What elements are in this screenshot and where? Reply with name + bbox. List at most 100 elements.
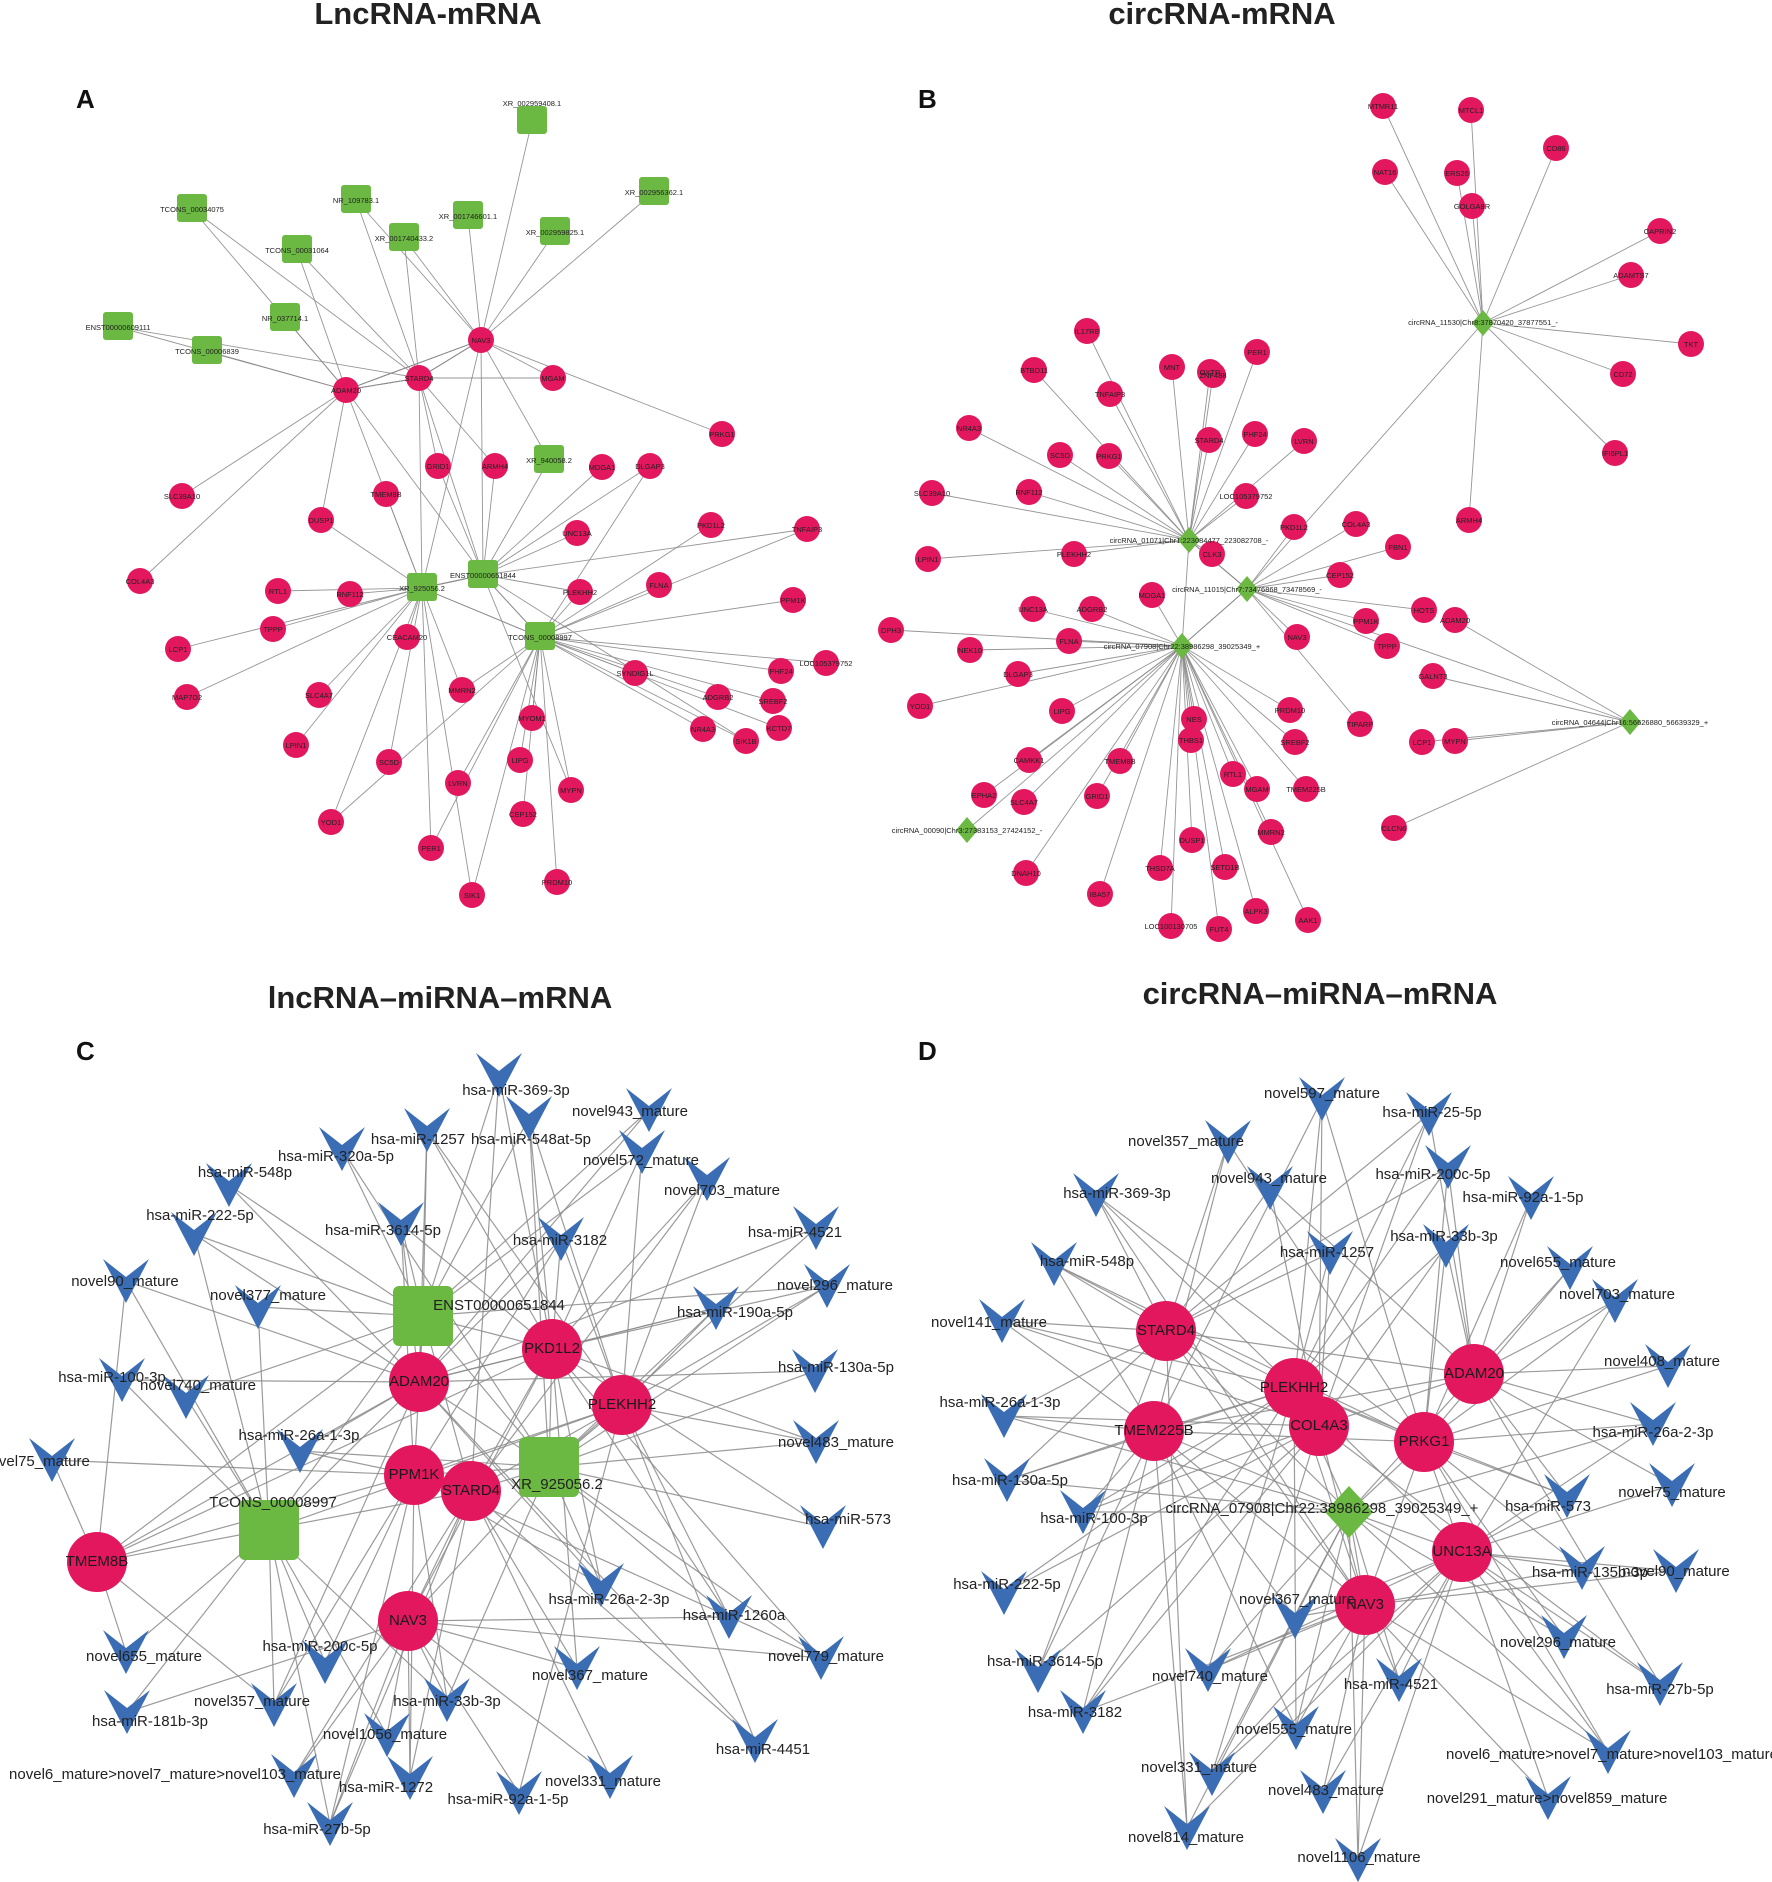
circrna-node-circrna-11015-chr7-73476868-73478569[interactable] [1236, 576, 1258, 602]
mirna-node-novel703-mature[interactable] [1592, 1279, 1638, 1323]
mirna-node-novel296-mature[interactable] [804, 1264, 850, 1308]
mrna-node-lcp1[interactable] [1409, 729, 1435, 755]
mrna-node-iba57[interactable] [1087, 881, 1113, 907]
mrna-node-loc105379752[interactable] [813, 650, 839, 676]
mrna-node-cep152[interactable] [1327, 562, 1353, 588]
mirna-node-hsa-mir-200c-5p[interactable] [302, 1640, 348, 1684]
mirna-node-hsa-mir-3614-5p[interactable] [378, 1202, 424, 1246]
mrna-node-tppp[interactable] [1374, 633, 1400, 659]
mirna-node-novel814-mature[interactable] [1164, 1806, 1210, 1850]
mirna-node-novel331-mature[interactable] [587, 1755, 633, 1799]
circrna-node-circrna-04644-chr16-56626880-56639329[interactable] [1619, 709, 1641, 735]
mirna-node-hsa-mir-1257[interactable] [404, 1108, 450, 1152]
mrna-node-aak1[interactable] [1295, 907, 1321, 933]
mrna-node-cd72[interactable] [1610, 361, 1636, 387]
mrna-node-nr4a3[interactable] [690, 716, 716, 742]
circrna-node-circrna-07908-chr22-38986298-39025349[interactable] [1171, 633, 1193, 659]
mrna-node-mgam[interactable] [1244, 776, 1270, 802]
mirna-node-hsa-mir-320a-5p[interactable] [319, 1127, 365, 1171]
lncrna-node-xr-002959825-1[interactable] [540, 217, 570, 245]
lncrna-node-xr-940058-2[interactable] [534, 445, 564, 473]
mrna-node-setd1b[interactable] [1212, 854, 1238, 880]
mirna-node-novel75-mature[interactable] [1649, 1463, 1695, 1507]
mrna-node-ceacam20[interactable] [394, 624, 420, 650]
mrna-node-caprin2[interactable] [1647, 218, 1673, 244]
lncrna-node-enst00000651844[interactable] [393, 1286, 453, 1346]
mrna-node-yod1[interactable] [907, 693, 933, 719]
mrna-node-prdm10[interactable] [544, 869, 570, 895]
mrna-node-ppm1k[interactable] [384, 1445, 444, 1505]
mrna-node-dusp1[interactable] [1179, 827, 1205, 853]
mrna-node-phf24[interactable] [768, 658, 794, 684]
mirna-node-novel655-mature[interactable] [1547, 1246, 1593, 1290]
mrna-node-tmem8b[interactable] [373, 481, 399, 507]
mirna-node-hsa-mir-33b-3p[interactable] [424, 1678, 470, 1722]
mirna-node-hsa-mir-3182[interactable] [1060, 1690, 1106, 1734]
mrna-node-flna[interactable] [1056, 628, 1082, 654]
mrna-node-syndig1l[interactable] [622, 660, 648, 686]
mirna-node-hsa-mir-190a-5p[interactable] [693, 1286, 739, 1330]
mrna-node-armh4[interactable] [482, 453, 508, 479]
mirna-node-novel703-mature[interactable] [684, 1157, 730, 1201]
mirna-node-hsa-mir-1260a[interactable] [706, 1595, 752, 1639]
mrna-node-mypn[interactable] [558, 777, 584, 803]
mirna-node-hsa-mir-100-3p[interactable] [1060, 1490, 1106, 1534]
mirna-node-hsa-mir-369-3p[interactable] [476, 1053, 522, 1097]
mrna-node-adamts7[interactable] [1618, 262, 1644, 288]
mrna-node-mdga1[interactable] [1139, 582, 1165, 608]
mirna-node-hsa-mir-130a-5p[interactable] [984, 1458, 1030, 1502]
mrna-node-lipg[interactable] [507, 747, 533, 773]
mrna-node-slc39a10[interactable] [169, 483, 195, 509]
mirna-node-hsa-mir-222-5p[interactable] [981, 1571, 1027, 1615]
mrna-node-unc13a[interactable] [1020, 596, 1046, 622]
lncrna-node-xr-001746601-1[interactable] [453, 201, 483, 229]
mrna-node-prkg1[interactable] [1096, 443, 1122, 469]
mrna-node-plekhh2[interactable] [1061, 541, 1087, 567]
mrna-node-flna[interactable] [646, 572, 672, 598]
mirna-node-novel572-mature[interactable] [619, 1130, 665, 1174]
mrna-node-tmem8b[interactable] [1107, 748, 1133, 774]
mrna-node-tnfaip3[interactable] [794, 516, 820, 542]
mrna-node-adam20[interactable] [1442, 607, 1468, 633]
mirna-node-novel367-mature[interactable] [554, 1646, 600, 1690]
mrna-node-slc4a7[interactable] [1011, 789, 1037, 815]
mrna-node-nav3[interactable] [468, 327, 494, 353]
mrna-node-mmrn2[interactable] [1258, 819, 1284, 845]
mrna-node-loc100130705[interactable] [1158, 913, 1184, 939]
mrna-node-col4a3[interactable] [1343, 511, 1369, 537]
mirna-node-novel357-mature[interactable] [1205, 1120, 1251, 1164]
mrna-node-map7d2[interactable] [174, 684, 200, 710]
mrna-node-znf488[interactable] [1200, 362, 1226, 388]
circrna-node-circrna-00090-chr3-27383153-27424152[interactable] [956, 817, 978, 843]
lncrna-node-nr-037714-1[interactable] [270, 303, 300, 331]
mrna-node-lvrn[interactable] [445, 770, 471, 796]
mirna-node-hsa-mir-3614-5p[interactable] [1015, 1649, 1061, 1693]
mrna-node-alpk3[interactable] [1243, 898, 1269, 924]
mrna-node-ppm1k[interactable] [1353, 608, 1379, 634]
mrna-node-grid1[interactable] [425, 453, 451, 479]
mrna-node-stard4[interactable] [406, 365, 432, 391]
mrna-node-prkg1[interactable] [1394, 1412, 1454, 1472]
mrna-node-tmem225b[interactable] [1124, 1401, 1184, 1461]
mrna-node-mnt[interactable] [1159, 354, 1185, 380]
mirna-node-novel740-mature[interactable] [163, 1375, 209, 1419]
mrna-node-nav3[interactable] [1284, 624, 1310, 650]
mrna-node-myom1[interactable] [519, 705, 545, 731]
mirna-node-novel75-mature[interactable] [29, 1438, 75, 1482]
mrna-node-thsd7a[interactable] [1147, 855, 1173, 881]
mirna-node-hsa-mir-26a-2-3p[interactable] [1630, 1402, 1676, 1446]
mrna-node-camkk1[interactable] [1016, 747, 1042, 773]
mrna-node-mgam[interactable] [540, 365, 566, 391]
lncrna-node-enst00000609111[interactable] [103, 312, 133, 340]
mrna-node-rnf112[interactable] [1016, 479, 1042, 505]
mrna-node-grid1[interactable] [1084, 783, 1110, 809]
mrna-node-nek10[interactable] [957, 637, 983, 663]
mrna-node-stard4[interactable] [441, 1461, 501, 1521]
mrna-node-sik1b[interactable] [733, 728, 759, 754]
mrna-node-mmrn2[interactable] [449, 677, 475, 703]
mrna-node-srebf2[interactable] [1282, 729, 1308, 755]
mirna-node-novel555-mature[interactable] [1273, 1706, 1319, 1750]
mirna-node-novel943-mature[interactable] [1247, 1166, 1293, 1210]
mirna-node-hsa-mir-92a-1-5p[interactable] [496, 1771, 542, 1815]
mrna-node-pkd1l2[interactable] [1281, 514, 1307, 540]
